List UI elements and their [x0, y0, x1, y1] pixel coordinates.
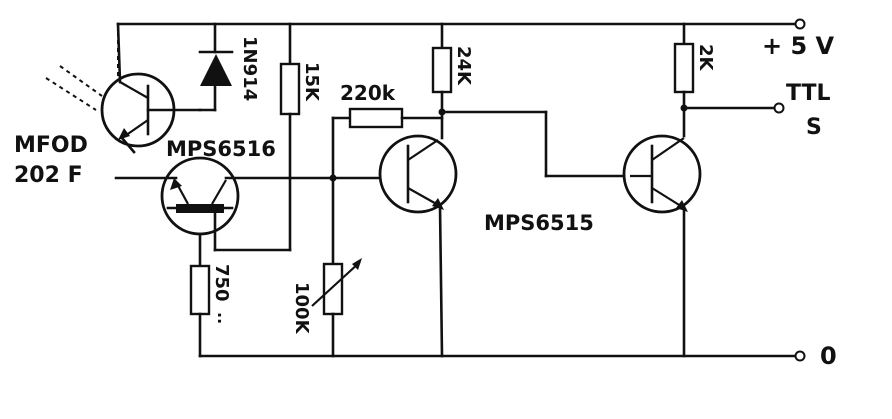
potentiometer-100k	[288, 174, 390, 358]
q23-label: MPS6515	[484, 211, 594, 235]
supply-rail	[116, 18, 806, 30]
ground-label: 0	[820, 342, 837, 370]
resistor-15k-label: 15K	[301, 62, 322, 102]
transistor-mps6516	[114, 156, 292, 268]
ground-terminal	[794, 350, 806, 362]
ttl-s-label: S	[806, 115, 822, 140]
diode-1n914	[198, 22, 234, 112]
transistor-q2-mps6515	[378, 134, 458, 358]
resistor-2k-label: 2K	[695, 44, 716, 72]
supply-terminal	[794, 18, 806, 30]
light-ray	[59, 65, 103, 97]
resistor-220k	[331, 107, 444, 180]
sensor-label-line1: MFOD	[14, 133, 88, 158]
diode-label: 1N914	[239, 36, 260, 101]
q1-label: MPS6516	[166, 137, 276, 161]
resistor-2k	[673, 22, 785, 138]
ground-rail	[198, 350, 806, 362]
sensor-label-line2: 202 F	[14, 163, 83, 188]
transistor-q3-mps6515	[622, 134, 702, 358]
resistor-220k-label: 220k	[340, 81, 396, 105]
potentiometer-100k-label: 100K	[291, 282, 312, 335]
ttl-label: TTL	[786, 81, 831, 106]
resistor-24k-label: 24K	[453, 46, 474, 86]
resistor-750-label: 750	[211, 264, 232, 302]
phototransistor-mfod202f	[45, 22, 202, 154]
ttl-output-terminal	[773, 102, 785, 114]
resistor-750-suffix: ..	[214, 312, 233, 324]
supply-label: + 5 V	[762, 32, 835, 60]
resistor-750	[189, 264, 211, 358]
resistor-15k	[213, 22, 301, 252]
light-ray	[45, 77, 97, 111]
resistor-24k	[431, 22, 632, 178]
